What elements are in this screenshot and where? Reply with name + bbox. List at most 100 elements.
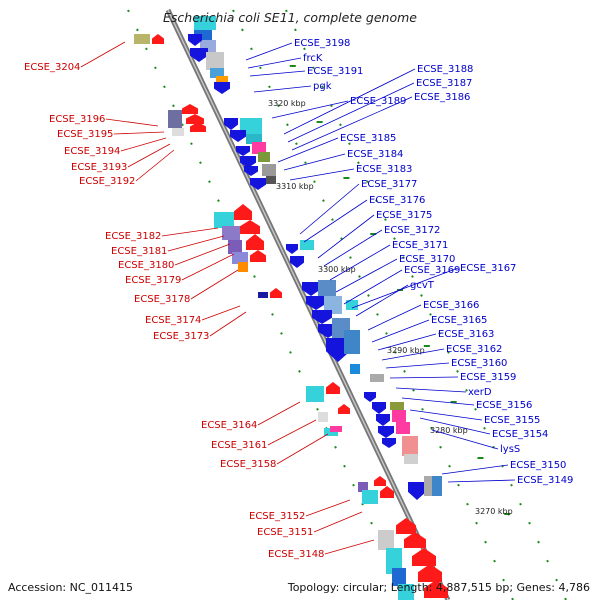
gene-label-ecse-3189[interactable]: ECSE_3189 [350, 96, 406, 107]
label-leader [174, 243, 231, 266]
gene-label-ecse-3174[interactable]: ECSE_3174 [145, 315, 201, 326]
gene-block [258, 292, 268, 298]
gene-block [392, 410, 406, 422]
gene-label-ecse-3152[interactable]: ECSE_3152 [249, 511, 305, 522]
gene-label-xerd[interactable]: xerD [468, 387, 492, 398]
gene-label-ecse-3154[interactable]: ECSE_3154 [492, 429, 548, 440]
gene-label-ecse-3158[interactable]: ECSE_3158 [220, 459, 276, 470]
position-marker: 3270 kbp [475, 507, 513, 516]
label-leader [381, 348, 445, 361]
backbone-highlight [167, 9, 449, 600]
gene-label-ecse-3162[interactable]: ECSE_3162 [446, 344, 502, 355]
gene-label-ecse-3164[interactable]: ECSE_3164 [201, 420, 257, 431]
gene-label-ecse-3165[interactable]: ECSE_3165 [431, 315, 487, 326]
gene-label-ecse-3182[interactable]: ECSE_3182 [105, 231, 161, 242]
gene-label-ecse-3161[interactable]: ECSE_3161 [211, 440, 267, 451]
label-leader [289, 168, 355, 181]
gene-label-ecse-3196[interactable]: ECSE_3196 [49, 114, 105, 125]
gene-label-ecse-3148[interactable]: ECSE_3148 [268, 549, 324, 560]
gene-label-ecse-3179[interactable]: ECSE_3179 [125, 275, 181, 286]
gene-label-ecse-3166[interactable]: ECSE_3166 [423, 300, 479, 311]
gene-label-pgk[interactable]: pgk [313, 81, 332, 92]
gene-block [194, 30, 212, 40]
gene-label-ecse-3186[interactable]: ECSE_3186 [414, 92, 470, 103]
gene-label-ecse-3159[interactable]: ECSE_3159 [460, 372, 516, 383]
gene-label-gcvt[interactable]: gcvT [410, 280, 435, 291]
label-leader [367, 304, 422, 331]
label-leader [419, 417, 491, 435]
gene-arrow [188, 34, 202, 46]
gene-label-ecse-3183[interactable]: ECSE_3183 [356, 164, 412, 175]
gene-label-ecse-3171[interactable]: ECSE_3171 [392, 240, 448, 251]
label-leader [303, 199, 368, 243]
gene-label-ecse-3178[interactable]: ECSE_3178 [134, 294, 190, 305]
gene-block [378, 530, 394, 550]
gene-block [210, 68, 224, 78]
label-leader [389, 376, 459, 379]
gene-label-ecse-3151[interactable]: ECSE_3151 [257, 527, 313, 538]
gene-label-ecse-3149[interactable]: ECSE_3149 [517, 475, 573, 486]
gene-label-ecse-3150[interactable]: ECSE_3150 [510, 460, 566, 471]
gene-label-ecse-3185[interactable]: ECSE_3185 [340, 133, 396, 144]
gene-label-lyss[interactable]: lysS [500, 444, 520, 455]
gene-label-ecse-3155[interactable]: ECSE_3155 [484, 415, 540, 426]
gene-block [344, 330, 360, 354]
label-leader [317, 214, 375, 259]
label-leader [377, 333, 437, 351]
gene-label-ecse-3180[interactable]: ECSE_3180 [118, 260, 174, 271]
gene-label-ecse-3204[interactable]: ECSE_3204 [24, 62, 80, 73]
gene-label-ecse-3195[interactable]: ECSE_3195 [57, 129, 113, 140]
label-leader [201, 305, 241, 321]
gene-label-ecse-3173[interactable]: ECSE_3173 [153, 331, 209, 342]
gene-block [306, 386, 324, 402]
gene-arrow [382, 438, 396, 448]
gene-block [432, 476, 442, 496]
gene-label-ecse-3175[interactable]: ECSE_3175 [376, 210, 432, 221]
gene-label-ecse-3187[interactable]: ECSE_3187 [416, 78, 472, 89]
position-marker: 3320 kbp [268, 99, 306, 108]
gene-label-ecse-3188[interactable]: ECSE_3188 [417, 64, 473, 75]
gene-label-ecse-3181[interactable]: ECSE_3181 [111, 246, 167, 257]
label-leader [329, 244, 391, 281]
gene-arrow [404, 532, 426, 548]
gene-arrow [190, 122, 206, 132]
gene-block [398, 584, 414, 600]
gene-label-frck[interactable]: frcK [303, 53, 323, 64]
label-leader [267, 419, 317, 446]
label-leader [135, 149, 175, 182]
gene-label-ecse-3163[interactable]: ECSE_3163 [438, 329, 494, 340]
label-leader [161, 227, 219, 237]
position-marker: 3300 kbp [318, 265, 356, 274]
gene-block [252, 142, 266, 154]
gene-arrow [290, 256, 304, 268]
gene-label-ecse-3170[interactable]: ECSE_3170 [399, 254, 455, 265]
label-leader [395, 387, 467, 393]
label-leader [335, 258, 398, 293]
gene-label-ecse-3169[interactable]: ECSE_3169 [404, 265, 460, 276]
label-leader [167, 235, 225, 252]
gene-label-ecse-3184[interactable]: ECSE_3184 [347, 149, 403, 160]
gene-label-ecse-3172[interactable]: ECSE_3172 [384, 225, 440, 236]
gene-label-ecse-3177[interactable]: ECSE_3177 [361, 179, 417, 190]
gene-arrow [190, 48, 208, 62]
gene-label-ecse-3194[interactable]: ECSE_3194 [64, 146, 120, 157]
gene-label-ecse-3156[interactable]: ECSE_3156 [476, 400, 532, 411]
gene-label-ecse-3192[interactable]: ECSE_3192 [79, 176, 135, 187]
label-leader [80, 41, 126, 68]
gene-label-ecse-3176[interactable]: ECSE_3176 [369, 195, 425, 206]
label-leader [447, 479, 516, 483]
gene-block [206, 52, 224, 70]
gene-block [346, 300, 358, 310]
label-leader [324, 539, 375, 555]
gene-label-ecse-3198[interactable]: ECSE_3198 [294, 38, 350, 49]
gene-block [350, 364, 360, 374]
gene-label-ecse-3167[interactable]: ECSE_3167 [460, 263, 516, 274]
gene-arrow [372, 402, 386, 414]
gene-label-ecse-3160[interactable]: ECSE_3160 [451, 358, 507, 369]
gene-block [228, 240, 242, 254]
gene-label-ecse-3191[interactable]: ECSE_3191 [307, 66, 363, 77]
position-marker: 3310 kbp [276, 182, 314, 191]
gene-label-ecse-3193[interactable]: ECSE_3193 [71, 162, 127, 173]
gene-arrow [214, 82, 230, 94]
